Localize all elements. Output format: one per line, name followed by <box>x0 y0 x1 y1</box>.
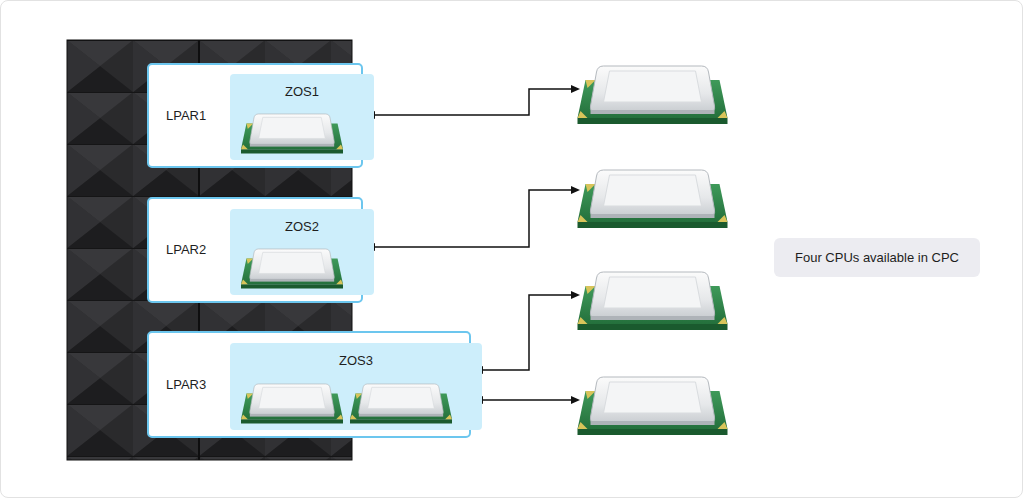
lpar-box: LPAR2ZOS2 <box>147 197 363 303</box>
cpu-chip <box>241 246 343 290</box>
os-box: ZOS1 <box>230 74 374 160</box>
cpu-chip <box>350 381 452 425</box>
cpu-chip <box>241 381 343 425</box>
os-box: ZOS3 <box>230 343 482 430</box>
os-box: ZOS2 <box>230 209 374 295</box>
note-box: Four CPUs available in CPC <box>774 238 980 277</box>
cpu-chip <box>241 111 343 155</box>
lpar-box: LPAR1ZOS1 <box>147 63 363 168</box>
lpar-box: LPAR3ZOS3 <box>147 331 471 438</box>
os-label: ZOS1 <box>230 84 374 100</box>
os-label: ZOS3 <box>230 353 482 369</box>
os-label: ZOS2 <box>230 219 374 235</box>
partition-label: LPAR1 <box>166 108 206 124</box>
partition-label: LPAR2 <box>166 242 206 258</box>
partition-label: LPAR3 <box>166 377 206 393</box>
note-text: Four CPUs available in CPC <box>795 250 959 266</box>
cpu-chip <box>578 66 728 435</box>
